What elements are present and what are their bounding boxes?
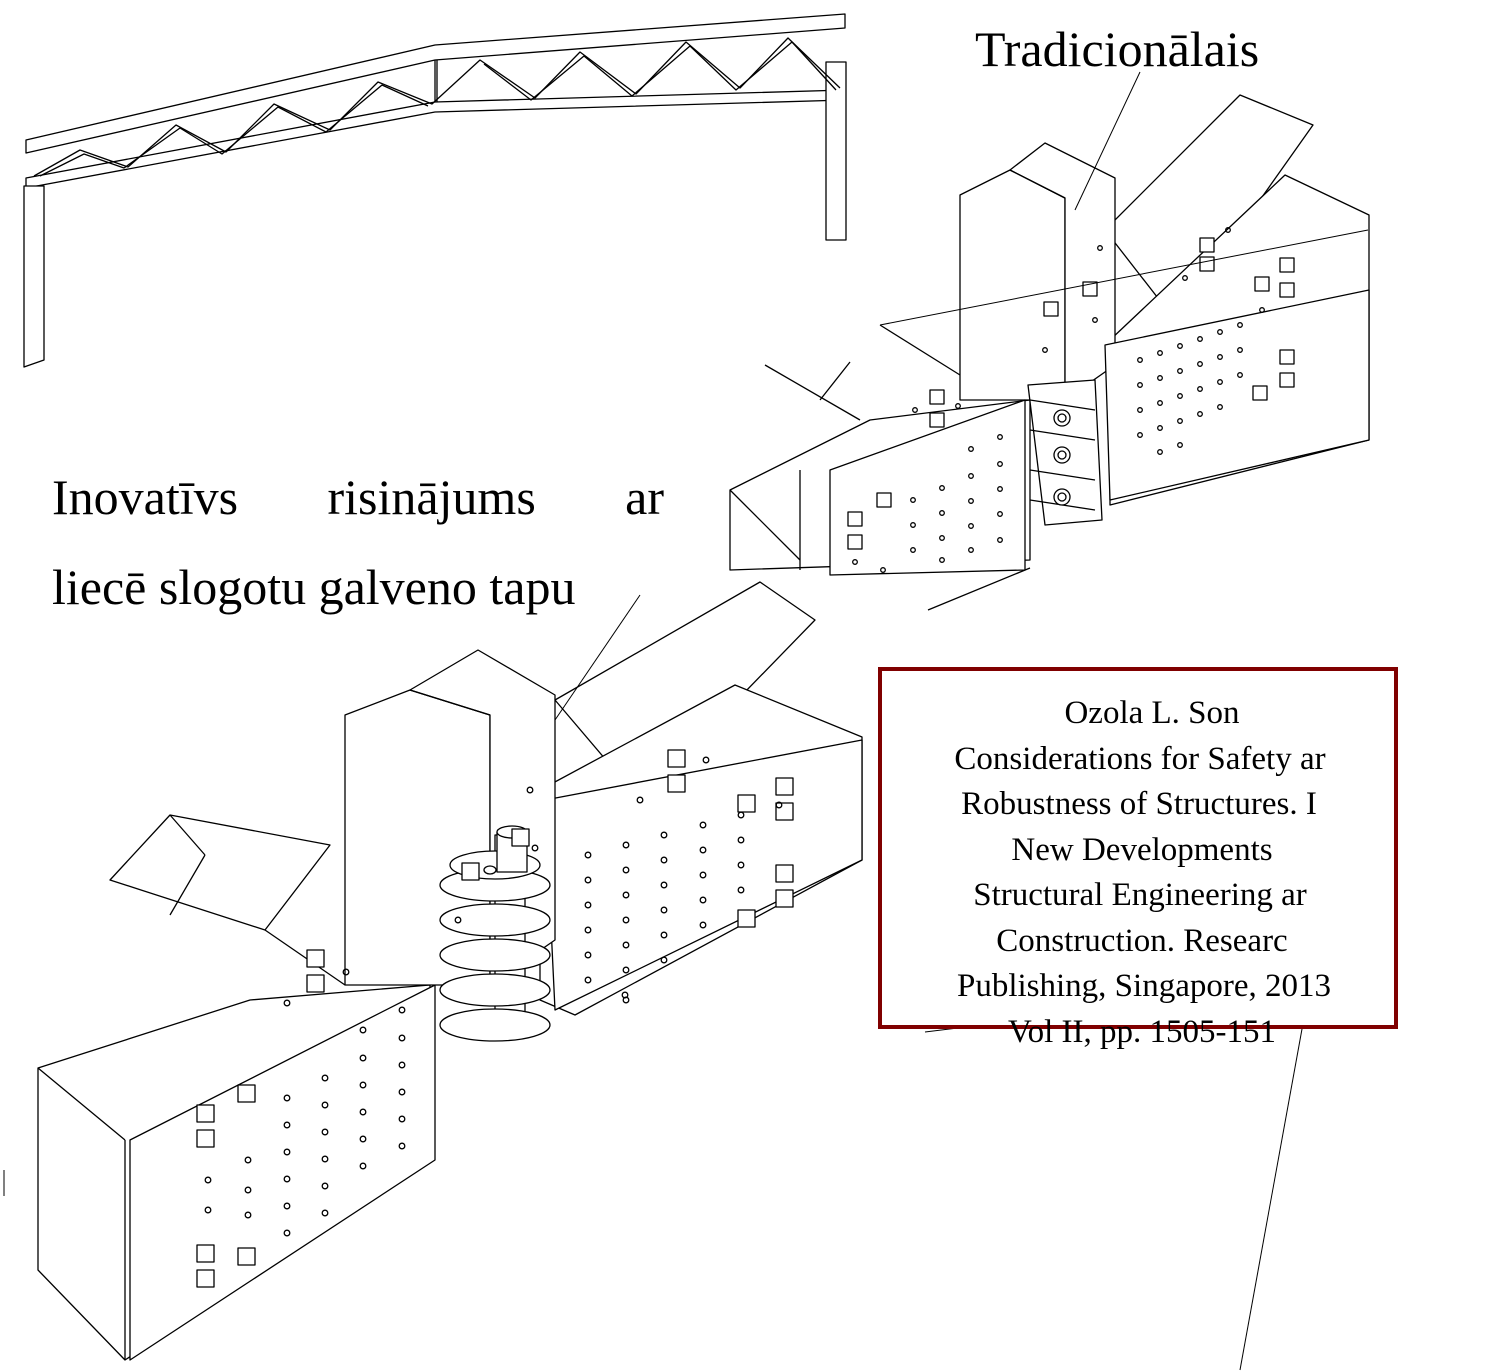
reference-line: New Developments — [1011, 832, 1273, 868]
reference-line: Vol II, pp. 1505-151 — [1008, 1014, 1276, 1050]
traditional-joint — [729, 94, 1370, 611]
reference-line: Ozola L. Son — [1064, 695, 1240, 731]
main-pin — [439, 825, 551, 1042]
reference-line: Structural Engineering ar — [973, 877, 1307, 913]
label-innovative-word: ar — [625, 469, 664, 525]
reference-line: Robustness of Structures. I — [961, 786, 1317, 822]
fastener-holes — [204, 756, 783, 1237]
reference-line: Publishing, Singapore, 2013 — [956, 968, 1331, 1004]
label-innovative-word: risinājums — [327, 469, 536, 525]
fastener-holes — [852, 227, 1265, 573]
reference-box: Ozola L. Son Considerations for Safety a… — [878, 667, 1398, 1049]
bolt-heads — [847, 237, 1295, 550]
label-innovative-word: Inovatīvs — [52, 469, 239, 525]
label-traditional: Tradicionālais — [975, 21, 1260, 77]
innovative-joint — [37, 581, 863, 1361]
reference-line: Considerations for Safety ar — [954, 741, 1326, 777]
technical-drawing — [3, 13, 1370, 1371]
reference-line: Construction. Researc — [996, 923, 1288, 959]
label-innovative-line1: Inovatīvs risinājums ar — [52, 472, 664, 522]
truss-frame — [23, 13, 847, 368]
label-innovative-line2: liecē slogotu galveno tapu — [52, 559, 576, 615]
bolt-heads — [196, 749, 794, 1288]
